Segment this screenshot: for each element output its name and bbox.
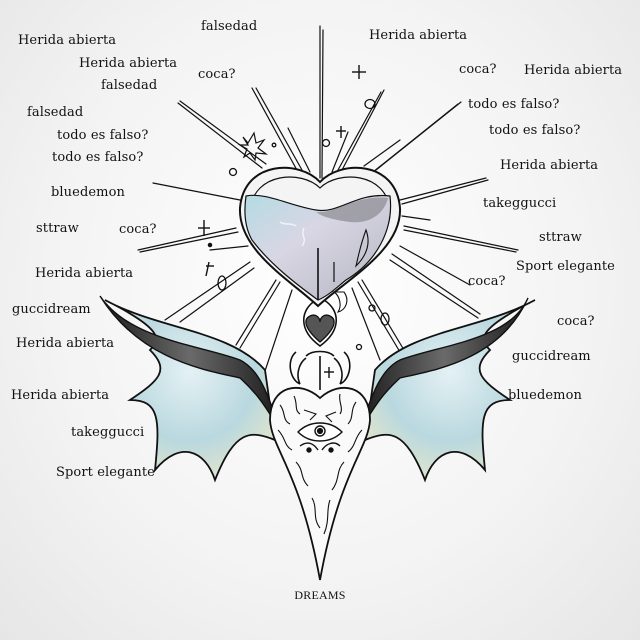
label-herida-abierta: Herida abierta [79,56,178,71]
label-sttraw: sttraw [36,221,79,236]
label-herida-abierta: Herida abierta [500,158,599,173]
label-guccidream: guccidream [12,302,91,317]
bat-wings [99,295,536,483]
star-burst [237,131,269,162]
label-herida-abierta: Herida abierta [35,266,134,281]
label-herida-abierta: Herida abierta [369,28,468,43]
label-takeggucci: takeggucci [483,196,557,211]
label-guccidream: guccidream [512,349,591,364]
label-coca: coca? [557,314,595,329]
glass-heart [238,166,402,313]
label-coca: coca? [119,222,157,237]
label-sport-elegante: Sport elegante [516,259,615,274]
cracked-heart-body [269,386,371,581]
label-todo-es-falso: todo es falso? [57,128,149,143]
all-seeing-eye [297,422,343,453]
label-herida-abierta: Herida abierta [18,33,117,48]
label-coca: coca? [198,67,236,82]
label-herida-abierta: Herida abierta [11,388,110,403]
circles [207,98,390,351]
artwork-title: DREAMS [294,588,346,602]
label-falsedad: falsedad [27,105,84,120]
label-herida-abierta: Herida abierta [524,63,623,78]
sunburst-rays [137,25,519,381]
label-todo-es-falso: todo es falso? [468,97,560,112]
label-takeggucci: takeggucci [71,425,145,440]
label-bluedemon: bluedemon [508,388,582,403]
label-coca: coca? [459,62,497,77]
label-falsedad-top: falsedad [201,19,258,34]
label-sport-elegante: Sport elegante [56,465,155,480]
label-bluedemon: bluedemon [51,185,125,200]
small-dark-heart [305,314,335,343]
label-coca: coca? [468,274,506,289]
label-todo-es-falso: todo es falso? [52,150,144,165]
label-herida-abierta: Herida abierta [16,336,115,351]
label-todo-es-falso: todo es falso? [489,123,581,138]
cross-marks [198,65,366,378]
label-sttraw: sttraw [539,230,582,245]
label-falsedad: falsedad [101,78,158,93]
